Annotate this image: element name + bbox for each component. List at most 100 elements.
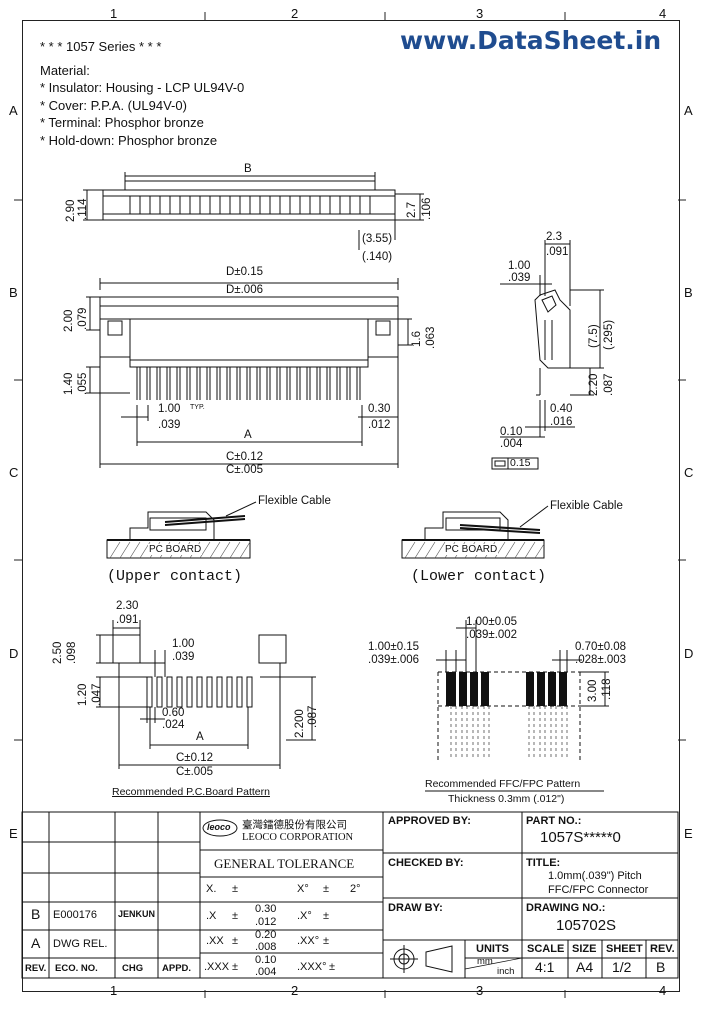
ffc-thickness-note: Thickness 0.3mm (.012") bbox=[448, 793, 565, 805]
zone-row-d-left: D bbox=[9, 646, 19, 661]
material-item: * Insulator: Housing - LCP UL94V-0 bbox=[40, 80, 245, 95]
part-no-value: 1057S*****0 bbox=[540, 829, 621, 846]
dim-label: .012 bbox=[368, 419, 391, 431]
dim-label: .106 bbox=[421, 197, 433, 220]
tol-deg: X° bbox=[297, 883, 309, 895]
tol-row-ang: .X° bbox=[297, 910, 312, 922]
units-label: UNITS bbox=[476, 943, 509, 955]
tol-row-key: .XXX bbox=[204, 961, 230, 973]
dim-label: (3.55) bbox=[362, 233, 393, 245]
dim-label: 2.3 bbox=[546, 231, 562, 243]
zone-row-b-left: B bbox=[9, 285, 18, 300]
upper-contact-caption: (Upper contact) bbox=[107, 568, 243, 585]
rev-header: REV. bbox=[25, 963, 47, 974]
tol-row-angpm: ± bbox=[329, 961, 336, 973]
board-label: PC BOARD bbox=[148, 544, 203, 555]
tol-x: X. bbox=[206, 883, 217, 895]
zone-row-a-left: A bbox=[9, 103, 18, 118]
scale-label: SCALE bbox=[527, 943, 565, 955]
tol-row-angpm: ± bbox=[323, 935, 330, 947]
dim-label: .024 bbox=[162, 719, 185, 731]
dim-label: (.295) bbox=[603, 319, 615, 350]
material-title: Material: bbox=[40, 62, 90, 78]
approved-by-label: APPROVED BY: bbox=[388, 815, 471, 827]
size-value: A4 bbox=[576, 959, 594, 975]
material-item: * Hold-down: Phosphor bronze bbox=[40, 132, 218, 148]
dim-label: 1.00 bbox=[508, 260, 531, 272]
drawing-no-value: 105702S bbox=[556, 917, 617, 934]
material-notes: * * * 1057 Series * * * Material: * Insu… bbox=[40, 38, 244, 149]
title-line-2: FFC/FPC Connector bbox=[548, 884, 649, 896]
tol-row-mm: 0.10 bbox=[255, 954, 277, 966]
dim-label: 2.200 bbox=[294, 709, 306, 738]
units-mm: mm bbox=[477, 956, 493, 967]
board-label: PC BOARD bbox=[444, 544, 499, 555]
material-item: * Cover: P.P.A. (UL94V-0) bbox=[40, 97, 187, 113]
zone-row-c-right: C bbox=[684, 465, 694, 480]
dim-label: 1.40 bbox=[63, 372, 75, 395]
zone-row-a-right: A bbox=[684, 103, 693, 118]
dim-label: .098 bbox=[66, 641, 78, 664]
rev-row-chg: JENKUN bbox=[118, 909, 156, 919]
zone-col-4-top: 4 bbox=[659, 6, 667, 21]
zone-row-d-right: D bbox=[684, 646, 694, 661]
dim-label: .087 bbox=[307, 705, 319, 728]
dim-label: .039±.006 bbox=[368, 654, 420, 666]
pcb-pattern-caption: Recommended P.C.Board Pattern bbox=[112, 786, 270, 798]
dim-label: 0.30 bbox=[368, 403, 391, 415]
dim-label: C±0.12 bbox=[226, 451, 263, 463]
checked-by-label: CHECKED BY: bbox=[388, 857, 464, 869]
size-label: SIZE bbox=[572, 943, 597, 955]
title-line-1: 1.0mm(.039") Pitch bbox=[548, 870, 642, 882]
scale-value: 4:1 bbox=[535, 959, 555, 975]
dim-label: 1.00±0.05 bbox=[466, 616, 518, 628]
dim-label: .039 bbox=[158, 419, 181, 431]
dim-a: A bbox=[196, 731, 204, 743]
dim-label: TYP. bbox=[190, 404, 205, 411]
rev-label: REV. bbox=[650, 943, 675, 955]
front-pins bbox=[136, 367, 361, 400]
tol-row-ang: .XXX° bbox=[297, 961, 327, 973]
dim-label: .091 bbox=[116, 614, 139, 626]
title-label: TITLE: bbox=[526, 857, 561, 869]
tol-pm: ± bbox=[232, 883, 239, 895]
dim-label: 0.60 bbox=[162, 707, 185, 719]
dim-label: 1.00 bbox=[158, 403, 181, 415]
dim-label: 1.6 bbox=[411, 331, 423, 347]
dim-a: A bbox=[244, 429, 252, 441]
dim-label: .028±.003 bbox=[575, 654, 627, 666]
dim-label: 2.20 bbox=[588, 373, 600, 396]
draw-by-label: DRAW BY: bbox=[388, 902, 443, 914]
general-tolerance-heading: GENERAL TOLERANCE bbox=[214, 856, 355, 871]
sheet-value: 1/2 bbox=[612, 959, 632, 975]
rev-row-eco: E000176 bbox=[53, 909, 98, 921]
tol-row-mm: 0.20 bbox=[255, 929, 277, 941]
tol-row-pm: ± bbox=[232, 961, 239, 973]
part-no-label: PART NO.: bbox=[526, 815, 582, 827]
dim-label: 0.70±0.08 bbox=[575, 641, 627, 653]
dim-b: B bbox=[244, 163, 252, 175]
dim-label: .039 bbox=[172, 651, 195, 663]
dim-label: .039±.002 bbox=[466, 629, 518, 641]
tol-row-mm: 0.30 bbox=[255, 903, 277, 915]
dim-label: .047 bbox=[91, 683, 103, 706]
ffc-contacts bbox=[446, 672, 567, 706]
dim-label: .087 bbox=[603, 373, 615, 396]
dim-label: D±0.15 bbox=[226, 266, 263, 278]
dim-label: .114 bbox=[77, 198, 89, 220]
zone-col-2-bottom: 2 bbox=[291, 983, 299, 998]
dim-label: .118 bbox=[601, 678, 613, 700]
dim-label: C±.005 bbox=[176, 766, 213, 778]
tol-deg-value: 2° bbox=[350, 883, 361, 895]
watermark-text: www.DataSheet.in bbox=[400, 26, 662, 55]
pcb-pads bbox=[146, 676, 253, 708]
dim-label: 2.50 bbox=[52, 641, 64, 664]
zone-col-2-top: 2 bbox=[291, 6, 299, 21]
cable-label: Flexible Cable bbox=[258, 495, 331, 507]
dim-label: .079 bbox=[77, 307, 89, 330]
zone-row-c-left: C bbox=[9, 465, 19, 480]
company-logo: leoco bbox=[207, 822, 231, 832]
appd-header: APPD. bbox=[162, 963, 192, 974]
zone-row-e-right: E bbox=[684, 826, 693, 841]
